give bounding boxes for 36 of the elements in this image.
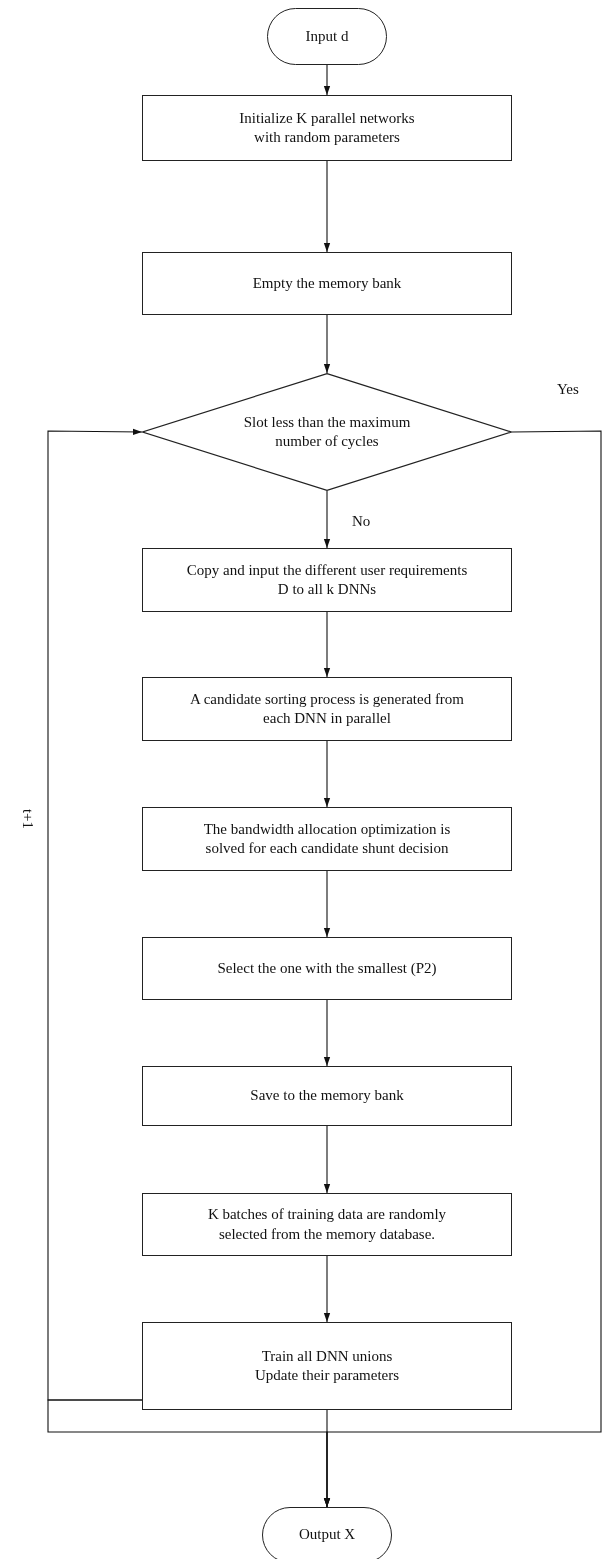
- process-box: [142, 548, 512, 612]
- step-text: Select the one with the smallest (P2): [217, 958, 437, 978]
- decision-diamond: [142, 373, 512, 491]
- process-box: [142, 1066, 512, 1126]
- arrow: [323, 740, 331, 808]
- process-box: [142, 1193, 512, 1256]
- arrow: [323, 1125, 331, 1194]
- arrow: [323, 490, 331, 549]
- step-text: Copy and input the different user requirements D to all k DNNs: [185, 560, 469, 599]
- process-box: [142, 95, 512, 161]
- arrow: [323, 160, 331, 253]
- step-text: Output X: [298, 1525, 356, 1545]
- process-box: [142, 252, 512, 315]
- terminal-shape: [262, 1507, 392, 1559]
- terminal-shape: [267, 8, 387, 65]
- process-box: [142, 677, 512, 741]
- arrow: [323, 314, 331, 374]
- arrow: [47, 428, 143, 1401]
- arrow: [323, 1255, 331, 1323]
- step-text: The bandwidth allocation optimization is solved for each candidate shunt decision: [202, 819, 452, 858]
- step-text: K batches of training data are randomly selected from the memory database.: [206, 1205, 448, 1244]
- step-text: Empty the memory bank: [252, 273, 402, 293]
- arrow: [323, 870, 331, 938]
- step-text: A candidate sorting process is generated from each DNN in parallel: [188, 689, 466, 728]
- arrow: [323, 999, 331, 1067]
- process-box: [142, 1322, 512, 1410]
- arrow: [47, 1399, 331, 1508]
- step-text: Initialize K parallel networks with random parameters: [238, 108, 416, 147]
- arrow: [323, 64, 331, 96]
- process-box: [142, 937, 512, 1000]
- step-text: Train all DNN unions Update their parameters: [253, 1346, 401, 1385]
- step-text: Save to the memory bank: [250, 1086, 404, 1106]
- step-text: Input d: [305, 26, 349, 46]
- arrow: [323, 611, 331, 678]
- step-text: Slot less than the maximum number of cycles: [242, 412, 412, 451]
- process-box: [142, 807, 512, 871]
